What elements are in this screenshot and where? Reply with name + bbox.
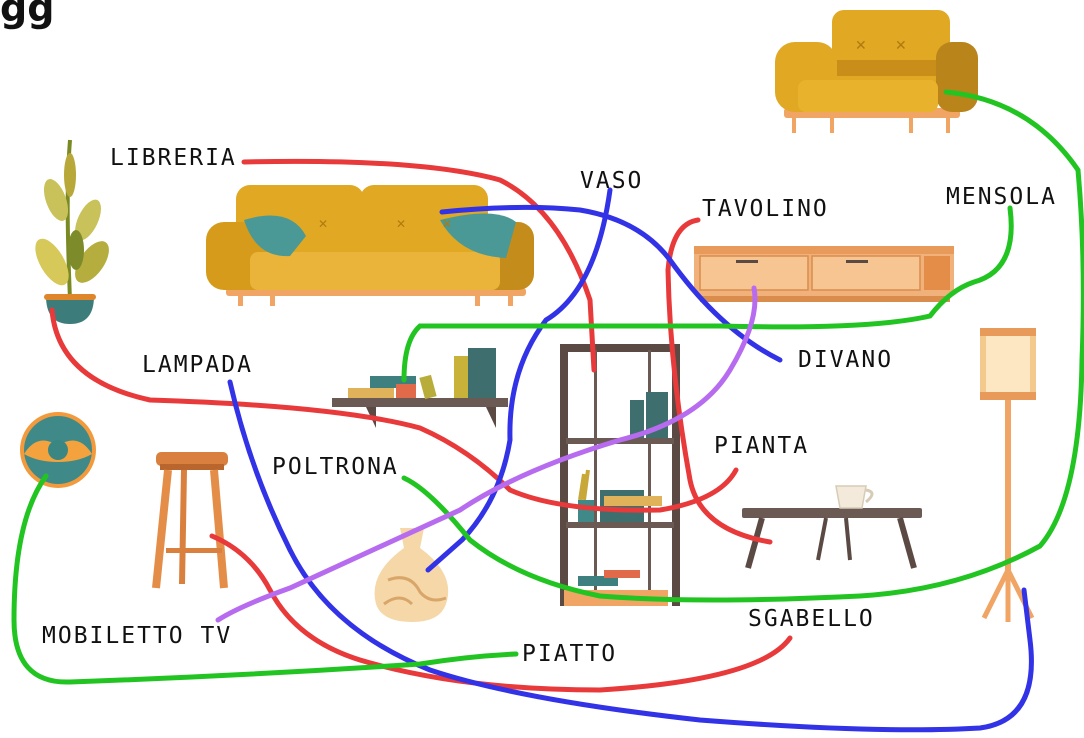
svg-text:✕: ✕	[318, 217, 328, 231]
label-divano: DIVANO	[798, 347, 894, 373]
plate-illustration	[20, 412, 96, 488]
red-lines	[49, 158, 793, 693]
floor-lamp-illustration	[980, 328, 1036, 622]
label-libreria: LIBRERIA	[110, 145, 237, 171]
red-line-pianta	[49, 307, 739, 513]
label-pianta: PIANTA	[714, 433, 810, 459]
armchair-illustration: ✕ ✕	[775, 10, 978, 133]
tv-cabinet-illustration	[694, 246, 954, 302]
purple-line-mobiletto-tv	[215, 285, 758, 623]
svg-text:✕: ✕	[895, 38, 907, 54]
plant-illustration	[35, 139, 109, 324]
green-line-mensola	[401, 205, 1014, 383]
bookshelf-illustration	[560, 344, 680, 606]
label-mobiletto-tv: MOBILETTO TV	[42, 623, 233, 649]
blue-line-vaso	[425, 187, 613, 573]
wall-shelf-illustration	[332, 348, 508, 428]
label-mensola: MENSOLA	[946, 184, 1057, 210]
green-line-piatto	[11, 473, 519, 685]
svg-text:✕: ✕	[442, 217, 452, 231]
red-line-sgabello	[209, 533, 793, 693]
stool-illustration	[152, 452, 228, 589]
red-line-libreria	[241, 158, 597, 373]
label-poltrona: POLTRONA	[272, 454, 399, 480]
vase-illustration	[374, 528, 449, 622]
svg-text:✕: ✕	[396, 217, 406, 231]
sofa-illustration: ✕ ✕ ✕	[206, 185, 534, 306]
label-sgabello: SGABELLO	[748, 606, 875, 632]
green-lines	[11, 89, 1084, 685]
purple-lines	[215, 285, 758, 623]
red-line-tavolino	[665, 217, 773, 545]
blue-line-lampada	[227, 379, 1034, 733]
label-lampada: LAMPADA	[142, 352, 253, 378]
label-piatto: PIATTO	[522, 641, 618, 667]
label-tavolino: TAVOLINO	[702, 196, 829, 222]
coffee-table-illustration	[742, 485, 922, 569]
label-vaso: VASO	[580, 168, 644, 194]
svg-text:✕: ✕	[855, 38, 867, 54]
green-line-poltrona	[401, 89, 1084, 603]
corner-text: gg	[0, 0, 55, 30]
